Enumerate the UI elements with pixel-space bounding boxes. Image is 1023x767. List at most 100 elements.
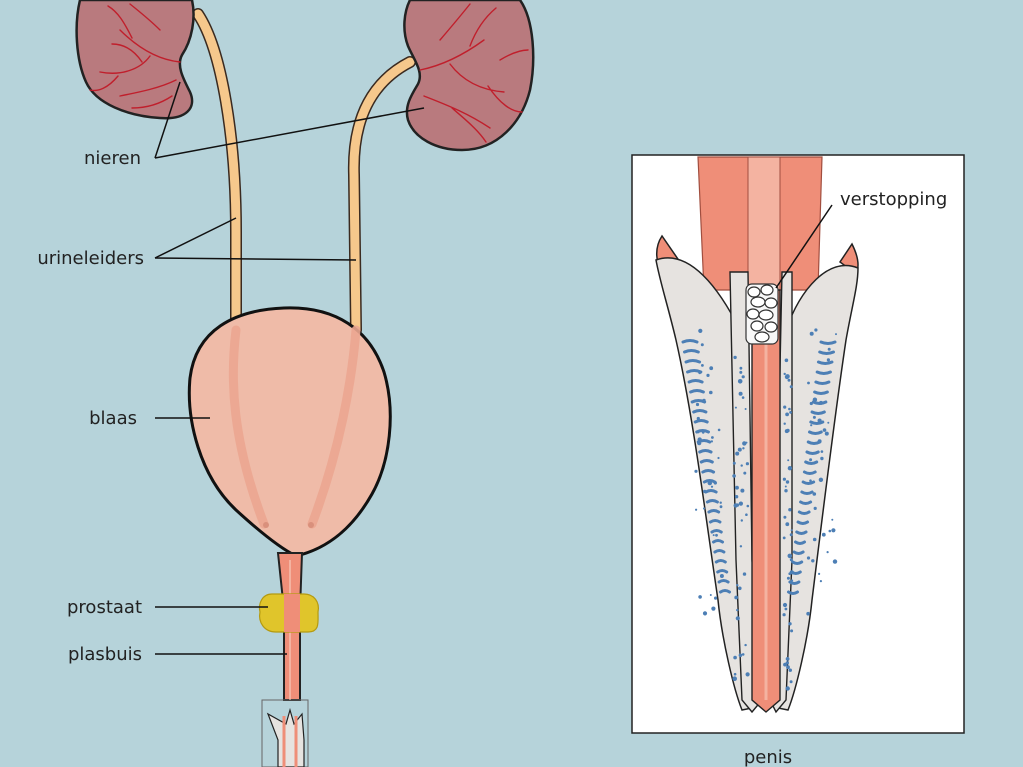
- capillary-dash: [702, 479, 717, 484]
- capillary-dash: [687, 379, 704, 384]
- tissue-dot: [697, 441, 702, 446]
- capillary-dash: [810, 410, 826, 415]
- tissue-dot: [789, 570, 795, 575]
- ureters: [192, 8, 416, 336]
- tissue-dot: [806, 611, 810, 616]
- capillary-dash: [804, 460, 819, 465]
- tissue-dot: [785, 522, 790, 527]
- tissue-dot: [698, 328, 703, 333]
- tissue-dot: [733, 672, 737, 676]
- label-prostate: prostaat: [67, 597, 142, 618]
- tissue-dot: [787, 378, 791, 382]
- tissue-dot: [715, 533, 718, 537]
- tissue-dot: [783, 372, 786, 376]
- tissue-dot: [739, 545, 743, 548]
- tissue-dot: [712, 534, 715, 537]
- tissue-dot: [818, 477, 824, 482]
- tissue-dot: [703, 507, 706, 510]
- tissue-dot: [717, 428, 721, 432]
- tissue-dot: [818, 572, 821, 576]
- capillary-dash: [796, 520, 810, 525]
- tissue-dot: [782, 613, 786, 617]
- tissue-dot: [741, 653, 745, 656]
- capillary-dash: [809, 420, 825, 425]
- capillary-dash: [713, 549, 726, 554]
- tissue-dot: [738, 653, 743, 658]
- tissue-dot: [813, 506, 817, 510]
- label-blockage: verstopping: [840, 189, 947, 210]
- tissue-dot: [719, 501, 722, 504]
- tissue-dot: [819, 400, 823, 405]
- tissue-dot: [719, 505, 723, 509]
- capillary-dash: [708, 519, 722, 524]
- tissue-dot: [736, 608, 739, 612]
- tissue-dot: [695, 508, 698, 511]
- tissue-dot: [698, 371, 702, 375]
- tissue-dot: [734, 495, 739, 499]
- tissue-dot: [746, 504, 750, 508]
- right-kidney-vessels: [419, 3, 529, 143]
- penis-thumbnail: [261, 699, 309, 767]
- capillary-dash: [814, 380, 831, 385]
- capillary-dash: [699, 459, 714, 464]
- tissue-dot: [740, 488, 745, 493]
- tissue-dot: [745, 441, 748, 444]
- tissue-dot: [742, 447, 745, 450]
- tissue-dot: [786, 576, 790, 580]
- capillary-dash: [705, 499, 719, 504]
- tissue-dot: [711, 606, 716, 611]
- tissue-dot: [745, 513, 748, 516]
- tissue-dot: [695, 402, 700, 407]
- tissue-dot: [709, 594, 712, 596]
- tissue-dot: [733, 655, 737, 660]
- capillary-dash: [681, 339, 699, 344]
- capillary-dash: [808, 430, 823, 435]
- tissue-dot: [788, 622, 792, 626]
- tissue-dot: [706, 373, 710, 377]
- tissue-dot: [703, 489, 707, 494]
- tissue-dot: [810, 424, 813, 427]
- tissue-dot: [785, 657, 790, 661]
- capillary-dash: [710, 529, 723, 534]
- tissue-dot: [787, 553, 793, 559]
- capillary-dash: [799, 500, 813, 505]
- tissue-dot: [737, 379, 743, 384]
- label-kidneys: nieren: [84, 148, 141, 169]
- label-bladder: blaas: [89, 408, 137, 429]
- tissue-dot: [707, 480, 712, 486]
- tissue-dot: [782, 477, 787, 481]
- capillary-dash: [692, 409, 708, 414]
- tissue-dot: [831, 528, 836, 533]
- capillary-dash: [719, 589, 731, 594]
- tissue-dot: [739, 502, 742, 506]
- tissue-dot: [785, 480, 790, 484]
- tissue-dot: [732, 676, 737, 681]
- tissue-dot: [790, 629, 794, 633]
- tissue-dot: [717, 456, 720, 460]
- tissue-dot: [737, 447, 742, 452]
- tissue-dot: [742, 441, 747, 446]
- tissue-dots: [681, 328, 838, 691]
- tissue-dot: [787, 466, 793, 471]
- tissue-dot: [828, 529, 832, 533]
- capillary-dash: [805, 450, 820, 455]
- capillary-dash: [791, 560, 804, 565]
- tissue-dot: [790, 529, 793, 532]
- tissue-dot: [817, 439, 822, 444]
- tissue-dot: [784, 485, 787, 488]
- tissue-dot: [732, 461, 736, 465]
- tissue-dot: [784, 607, 788, 611]
- tissue-dot: [811, 559, 815, 563]
- capillary-dash: [819, 340, 837, 345]
- capillary-dash: [795, 530, 808, 535]
- capillary-dash: [712, 539, 724, 544]
- tissue-dot: [744, 643, 747, 647]
- tissue-dot: [831, 518, 834, 521]
- capillary-dash: [818, 350, 835, 355]
- tissue-dot: [713, 481, 717, 485]
- capillary-dash: [792, 550, 805, 555]
- tissue-dot: [807, 381, 810, 385]
- capillary-dash: [816, 360, 834, 365]
